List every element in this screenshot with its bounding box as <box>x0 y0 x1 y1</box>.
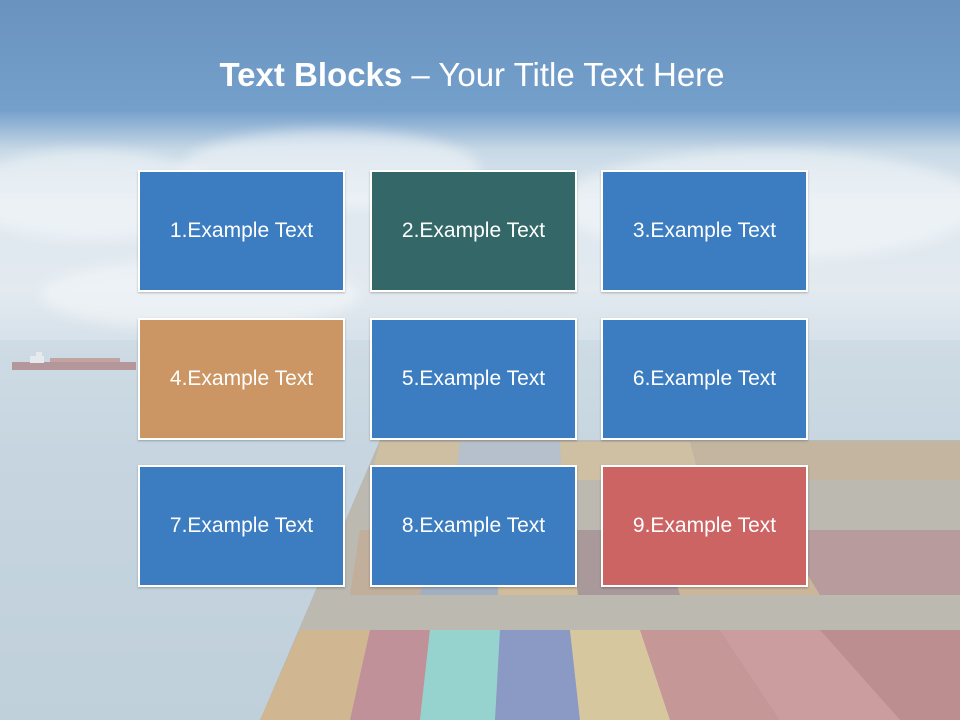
text-block-7: 7.Example Text <box>138 465 345 587</box>
text-block-8: 8.Example Text <box>370 465 577 587</box>
title-bold: Text Blocks <box>219 56 403 93</box>
slide-title: Text Blocks – Your Title Text Here <box>0 56 944 94</box>
title-dash: – <box>402 56 439 93</box>
text-block-3: 3.Example Text <box>601 170 808 292</box>
cargo-ship <box>12 352 136 370</box>
text-block-6: 6.Example Text <box>601 318 808 440</box>
text-block-4: 4.Example Text <box>138 318 345 440</box>
text-block-1: 1.Example Text <box>138 170 345 292</box>
text-block-5: 5.Example Text <box>370 318 577 440</box>
text-block-2: 2.Example Text <box>370 170 577 292</box>
text-block-9: 9.Example Text <box>601 465 808 587</box>
title-rest: Your Title Text Here <box>438 56 725 93</box>
